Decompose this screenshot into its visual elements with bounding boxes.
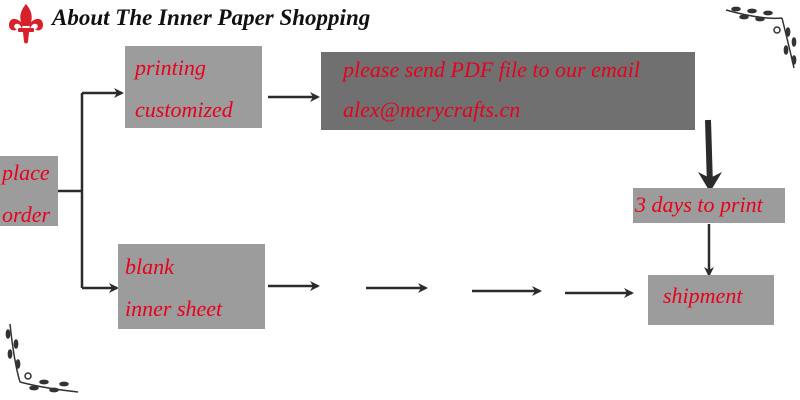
inner-sheet-label: inner sheet xyxy=(125,296,223,321)
blank-label: blank xyxy=(125,254,174,279)
printing-customized-box xyxy=(125,46,262,128)
email-address-label: alex@merycrafts.cn xyxy=(343,97,521,122)
email-note-box xyxy=(321,52,695,130)
shipment-label: shipment xyxy=(663,283,743,308)
print-time-label: 3 days to print xyxy=(635,192,763,217)
vine-ornament-icon xyxy=(5,323,79,393)
place-order-label: order xyxy=(2,202,51,227)
printing-label: printing xyxy=(135,55,206,80)
shipment-box xyxy=(648,275,774,325)
fleur-de-lis-icon xyxy=(9,4,43,44)
place-order-label: place xyxy=(2,160,50,185)
customized-label: customized xyxy=(135,97,233,122)
blank-inner-sheet-box xyxy=(118,244,265,329)
place-order-box xyxy=(0,156,58,226)
vine-ornament-icon xyxy=(725,6,797,69)
print-time-box xyxy=(633,188,785,223)
page-title: About The Inner Paper Shopping xyxy=(52,5,371,30)
email-instruction-label: please send PDF file to our email xyxy=(343,57,640,82)
